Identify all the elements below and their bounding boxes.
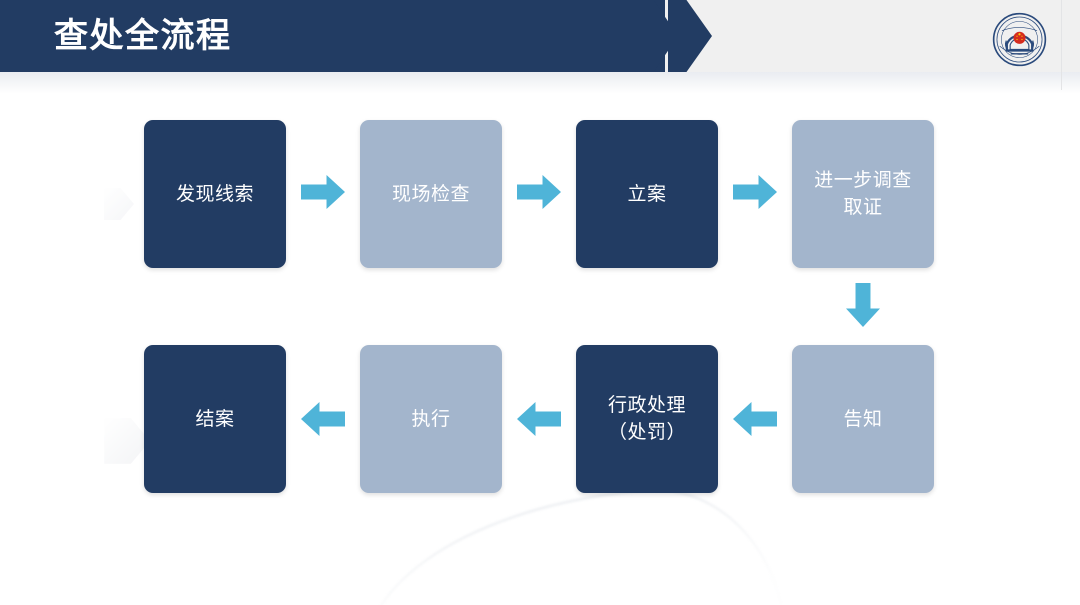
arrow-step1-to-step2	[301, 175, 345, 209]
market-supervision-emblem-icon	[992, 12, 1047, 67]
flow-step-8[interactable]: 结案	[144, 345, 286, 493]
arrow-step4-to-step5	[846, 283, 880, 327]
header-divider	[0, 72, 1080, 94]
header-right-rule	[1061, 0, 1062, 90]
arrow-step5-to-step6	[733, 402, 777, 436]
page-title: 查处全流程	[54, 17, 232, 55]
header-chevron-icon-2	[668, 0, 712, 72]
arrow-step6-to-step7	[517, 402, 561, 436]
flow-step-1[interactable]: 发现线索	[144, 120, 286, 268]
flow-step-7[interactable]: 执行	[360, 345, 502, 493]
slide-header: 查处全流程	[0, 0, 1080, 94]
background-curve-watermark	[355, 480, 785, 605]
arrow-step3-to-step4	[733, 175, 777, 209]
arrow-step2-to-step3	[517, 175, 561, 209]
header-band	[0, 0, 665, 72]
flow-step-6[interactable]: 行政处理 （处罚）	[576, 345, 718, 493]
arrow-step7-to-step8	[301, 402, 345, 436]
background-chevron-watermark-upper	[104, 188, 134, 220]
flow-step-3[interactable]: 立案	[576, 120, 718, 268]
flow-step-2[interactable]: 现场检查	[360, 120, 502, 268]
flow-step-4[interactable]: 进一步调查 取证	[792, 120, 934, 268]
flow-step-5[interactable]: 告知	[792, 345, 934, 493]
